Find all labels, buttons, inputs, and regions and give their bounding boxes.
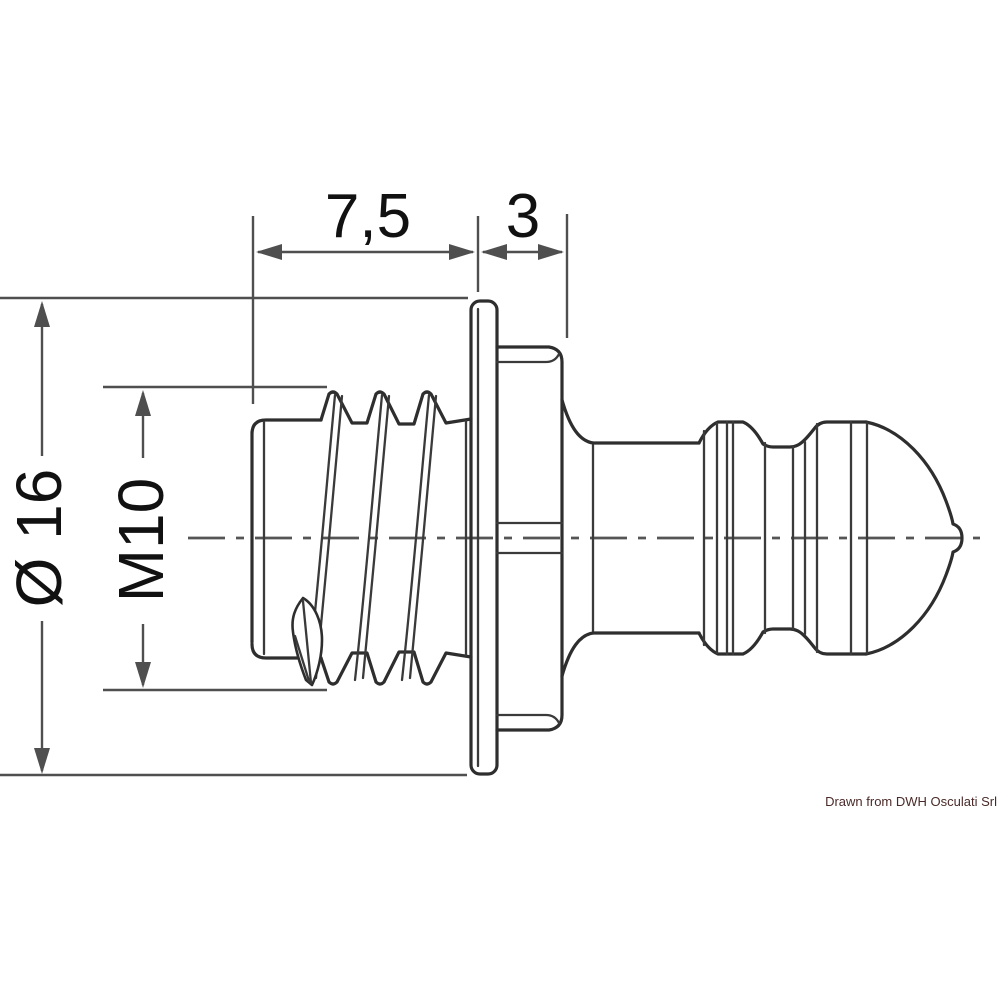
small-bead-edge-lines bbox=[702, 420, 767, 656]
arrowhead-up bbox=[135, 390, 151, 416]
ball-head-dome bbox=[864, 420, 964, 656]
dimension-label-thread-length: 7,5 bbox=[325, 182, 411, 251]
flange-outline bbox=[469, 299, 499, 776]
ball-head-bottom bbox=[796, 629, 868, 656]
ball-head-top bbox=[796, 420, 868, 447]
stud-hex-collar bbox=[495, 345, 564, 732]
stud-ball-head bbox=[791, 420, 964, 656]
arrowhead-left bbox=[256, 244, 282, 260]
thread-crests-bottom bbox=[319, 650, 473, 686]
dimension-thread-length: 7,5 bbox=[251, 182, 480, 404]
small-bead-bottom bbox=[697, 627, 800, 656]
hex-corner-lines bbox=[495, 521, 564, 555]
dimension-collar-width: 3 bbox=[481, 182, 569, 338]
dimension-label-flange-diameter: Ø 16 bbox=[3, 469, 75, 608]
hex-chamfer-bottom bbox=[495, 713, 561, 725]
arrowhead-right bbox=[538, 244, 564, 260]
arrowhead-up bbox=[34, 301, 50, 327]
thread-body-outline bbox=[250, 418, 323, 660]
stud-flange bbox=[469, 299, 499, 776]
dimension-label-collar-width: 3 bbox=[506, 182, 540, 251]
arrowhead-down bbox=[34, 748, 50, 774]
thread-crests-top bbox=[319, 390, 473, 426]
hex-chamfer-top bbox=[495, 352, 561, 364]
stud-thread-section bbox=[250, 390, 473, 687]
thread-helix-lines bbox=[306, 393, 438, 682]
stud-neck bbox=[560, 398, 701, 678]
dimension-flange-diameter: Ø 16 bbox=[0, 296, 468, 777]
dimension-thread-size: M10 bbox=[103, 385, 327, 692]
credit-note: Drawn from DWH Osculati Srl bbox=[825, 794, 997, 809]
arrowhead-down bbox=[135, 662, 151, 688]
dimension-label-thread-size: M10 bbox=[105, 478, 177, 603]
thread-runout-inner-lines bbox=[293, 599, 313, 685]
small-bead-top bbox=[697, 420, 800, 449]
arrowhead-right bbox=[449, 244, 475, 260]
hex-outline bbox=[495, 345, 564, 732]
shoulder-fillet-top bbox=[560, 398, 595, 445]
shoulder-fillet-bottom bbox=[560, 631, 595, 678]
arrowhead-left bbox=[481, 244, 507, 260]
ball-head-edge-lines bbox=[791, 420, 869, 656]
